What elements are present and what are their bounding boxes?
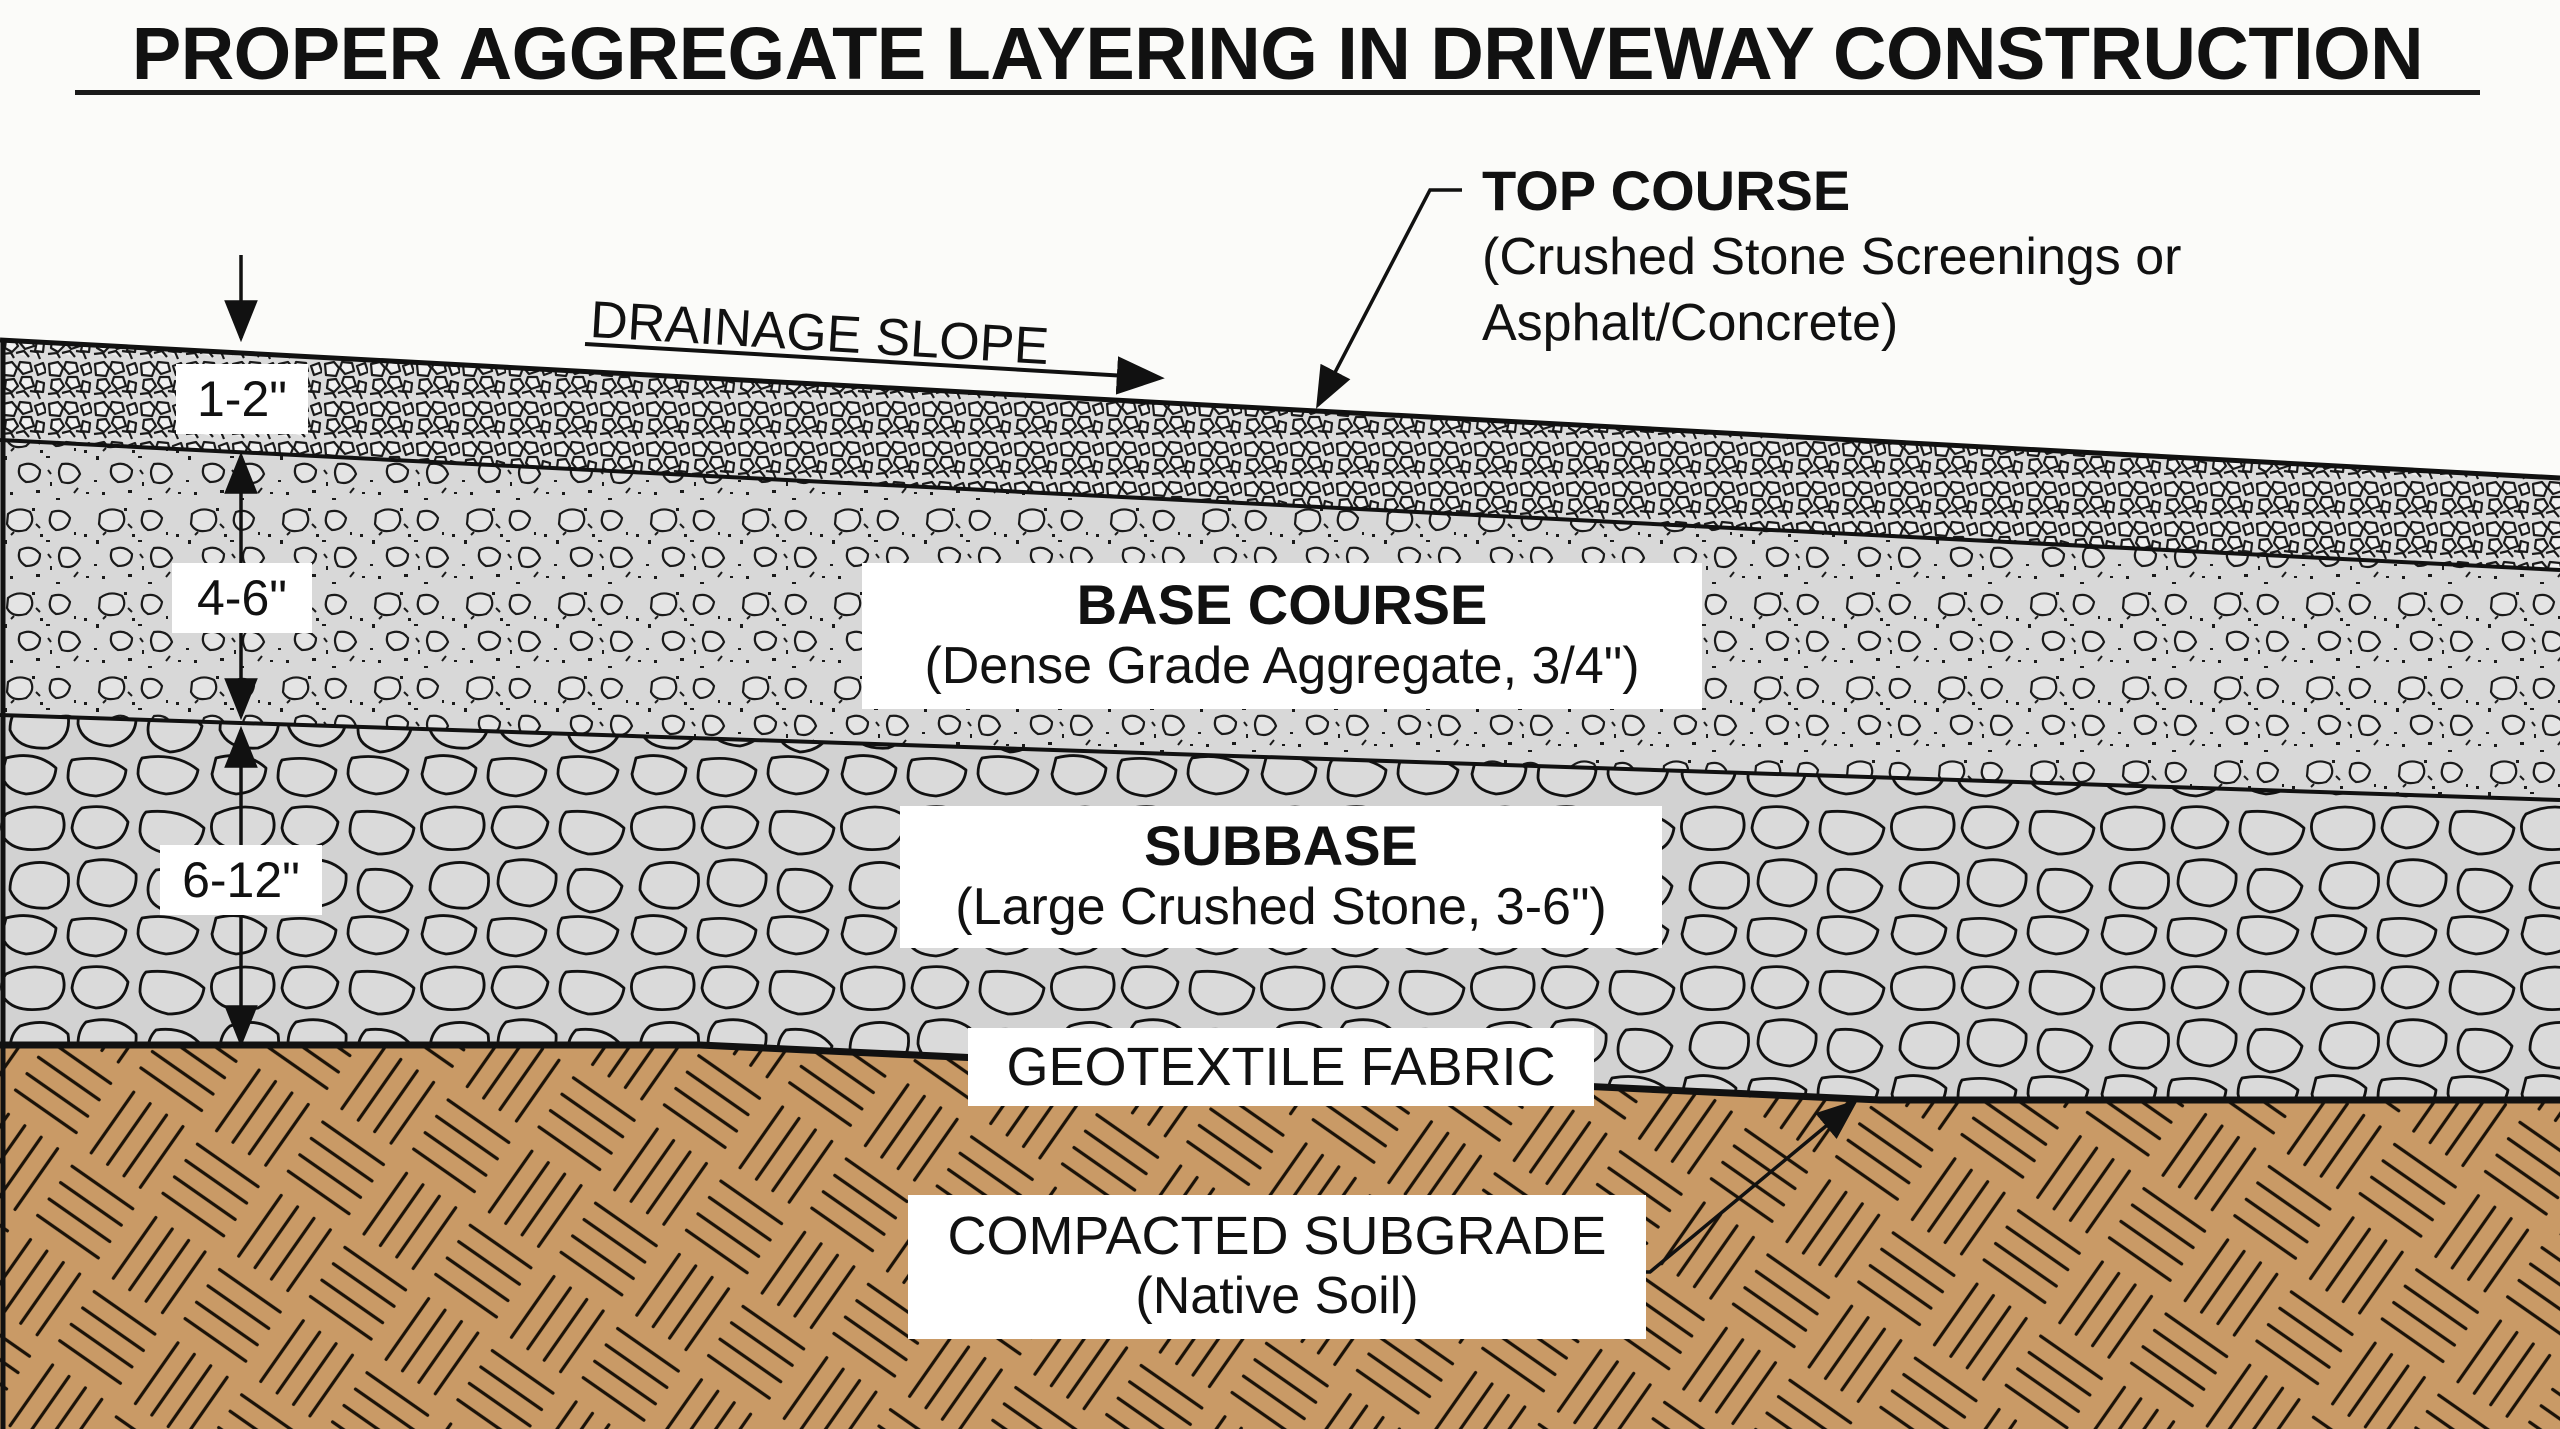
top-course-description-line1: (Crushed Stone Screenings or <box>1482 228 2182 286</box>
subbase-thickness: 6-12" <box>160 845 322 915</box>
subbase-name: SUBBASE <box>1144 814 1418 877</box>
subgrade-label: COMPACTED SUBGRADE (Native Soil) <box>908 1195 1646 1339</box>
top-course-description-line2: Asphalt/Concrete) <box>1482 294 1899 352</box>
top-course-leader-arrow <box>1316 188 1462 409</box>
subgrade-description: (Native Soil) <box>1135 1267 1419 1326</box>
subgrade-name: COMPACTED SUBGRADE <box>947 1206 1607 1266</box>
base-course-thickness: 4-6" <box>172 563 312 633</box>
base-course-description: (Dense Grade Aggregate, 3/4") <box>924 637 1640 696</box>
base-course-label: BASE COURSE (Dense Grade Aggregate, 3/4"… <box>862 563 1702 710</box>
top-course-thickness: 1-2" <box>176 364 308 434</box>
geotextile-fabric-label: GEOTEXTILE FABRIC <box>968 1028 1594 1107</box>
subbase-description: (Large Crushed Stone, 3-6") <box>955 878 1607 937</box>
page-title: PROPER AGGREGATE LAYERING IN DRIVEWAY CO… <box>131 12 2424 95</box>
base-course-name: BASE COURSE <box>1076 573 1488 636</box>
top-course-label: TOP COURSE (Crushed Stone Screenings or … <box>1482 158 2182 356</box>
title-underline <box>75 90 2480 95</box>
layer-top-course <box>0 340 2560 570</box>
top-course-name: TOP COURSE <box>1482 159 1851 222</box>
subbase-label: SUBBASE (Large Crushed Stone, 3-6") <box>900 806 1662 949</box>
drainage-slope-arrow <box>584 342 1165 395</box>
